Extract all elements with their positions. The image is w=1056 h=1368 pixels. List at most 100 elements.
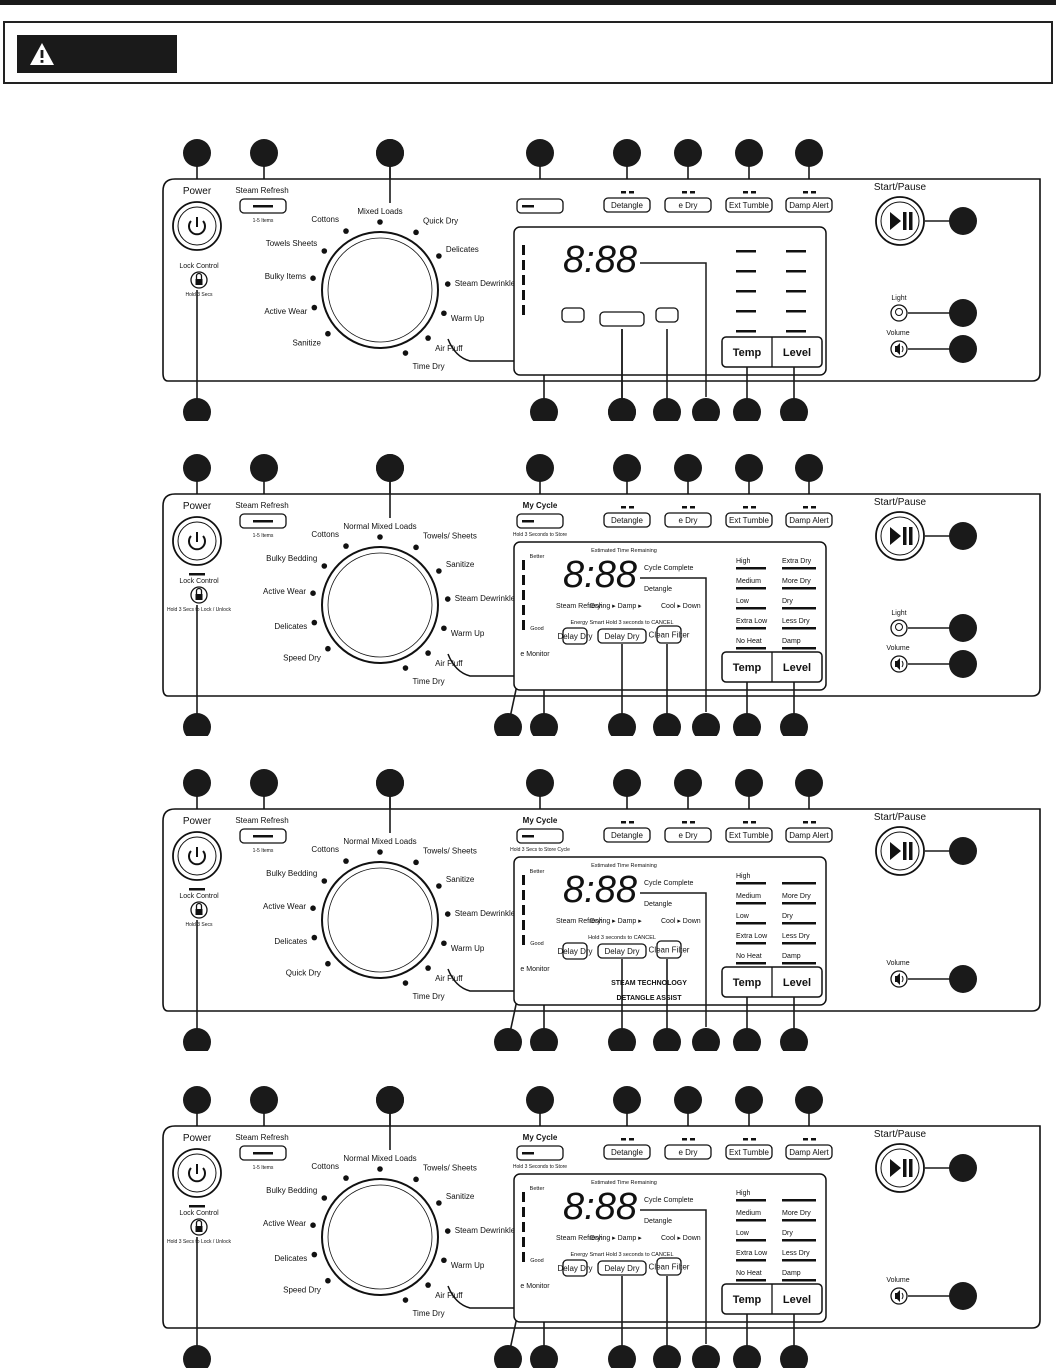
cycle-label-6[interactable]: Time Dry [412, 362, 444, 371]
option-button-0[interactable]: Detangle [603, 512, 651, 528]
my-cycle-button-frame[interactable] [516, 828, 564, 844]
cycle-label-11[interactable]: Cottons [311, 1162, 339, 1171]
cycle-label-2[interactable]: Sanitize [446, 560, 475, 569]
power-button[interactable] [172, 516, 222, 566]
clean-filter-indicator-frame[interactable] [656, 940, 682, 959]
cycle-label-0[interactable]: Normal Mixed Loads [343, 1154, 416, 1163]
clean-filter-indicator[interactable]: Clean Filter [649, 1257, 690, 1276]
delay-dry-button-frame[interactable] [597, 628, 647, 644]
option-button-2-frame[interactable] [725, 1144, 773, 1160]
cycle-label-6[interactable]: Time Dry [412, 992, 444, 1001]
light-button[interactable] [890, 619, 908, 637]
my-cycle-button-frame[interactable] [516, 198, 564, 214]
cycle-label-5[interactable]: Air Fluff [435, 974, 463, 983]
cycle-label-4[interactable]: Warm Up [451, 314, 485, 323]
option-button-3-frame[interactable] [785, 1144, 833, 1160]
my-cycle-button-frame[interactable] [516, 1145, 564, 1161]
cycle-label-1[interactable]: Quick Dry [423, 216, 458, 225]
start-pause-button[interactable] [875, 511, 925, 561]
option-button-0-frame[interactable] [603, 512, 651, 528]
my-cycle-button[interactable] [516, 513, 564, 529]
cycle-label-4[interactable]: Warm Up [451, 1261, 485, 1270]
lock-control-button[interactable] [190, 586, 208, 604]
level-button[interactable]: Level [783, 347, 811, 359]
cycle-label-11[interactable]: Cottons [311, 215, 339, 224]
volume-button[interactable] [890, 655, 908, 673]
option-button-3-frame[interactable] [785, 827, 833, 843]
option-button-3[interactable]: Damp Alert [785, 512, 833, 528]
light-button-ring[interactable] [890, 304, 908, 322]
my-cycle-button-frame[interactable] [516, 513, 564, 529]
volume-button[interactable] [890, 340, 908, 358]
clean-filter-indicator[interactable]: Clean Filter [649, 625, 690, 644]
option-button-0-frame[interactable] [603, 197, 651, 213]
cycle-label-9[interactable]: Active Wear [263, 902, 306, 911]
delay-dry-indicator[interactable]: Delay Dry [557, 627, 593, 645]
my-cycle-button[interactable] [516, 1145, 564, 1161]
delay-dry-indicator[interactable]: Delay Dry [557, 1259, 593, 1277]
cycle-label-9[interactable]: Active Wear [263, 587, 306, 596]
cycle-label-4[interactable]: Warm Up [451, 944, 485, 953]
power-button[interactable] [172, 201, 222, 251]
cycle-label-9[interactable]: Active Wear [263, 1219, 306, 1228]
cycle-dial-inner[interactable] [327, 237, 433, 343]
power-button[interactable] [172, 1148, 222, 1198]
volume-button[interactable] [890, 970, 908, 988]
cycle-label-11[interactable]: Cottons [311, 845, 339, 854]
status-light-3[interactable] [655, 307, 679, 323]
cycle-label-1[interactable]: Towels/ Sheets [423, 846, 477, 855]
cycle-label-10[interactable]: Towels Sheets [266, 239, 318, 248]
delay-dry-button[interactable]: Delay Dry [597, 1260, 647, 1276]
option-button-2-frame[interactable] [725, 512, 773, 528]
option-button-1-frame[interactable] [664, 512, 712, 528]
option-button-2-frame[interactable] [725, 827, 773, 843]
light-button-ring[interactable] [890, 619, 908, 637]
cycle-label-2[interactable]: Delicates [446, 245, 479, 254]
cycle-label-3[interactable]: Steam Dewrinkle Full Loads [455, 594, 555, 603]
cycle-label-7[interactable]: Speed Dry [283, 654, 321, 663]
option-button-3-frame[interactable] [785, 512, 833, 528]
start-pause-button[interactable] [875, 1143, 925, 1193]
option-button-3[interactable]: Damp Alert [785, 827, 833, 843]
delay-dry-indicator-frame[interactable] [562, 942, 588, 960]
option-button-0[interactable]: Detangle [603, 1144, 651, 1160]
temp-button[interactable]: Temp [733, 977, 762, 989]
option-button-2-frame[interactable] [725, 197, 773, 213]
option-button-0[interactable]: Detangle [603, 197, 651, 213]
cycle-label-11[interactable]: Cottons [311, 530, 339, 539]
lock-control-button[interactable] [190, 1218, 208, 1236]
cycle-label-8[interactable]: Active Wear [264, 307, 307, 316]
level-button[interactable]: Level [783, 1294, 811, 1306]
option-button-1-frame[interactable] [664, 827, 712, 843]
cycle-label-3[interactable]: Steam Dewrinkle Full Loads [455, 279, 555, 288]
my-cycle-button[interactable] [516, 828, 564, 844]
cycle-label-2[interactable]: Sanitize [446, 875, 475, 884]
temp-button[interactable]: Temp [733, 662, 762, 674]
my-cycle-button[interactable] [516, 198, 564, 214]
status-light-2[interactable] [599, 311, 645, 327]
start-pause-button[interactable] [875, 196, 925, 246]
cycle-label-3[interactable]: Steam Dewrinkle Full Loads [455, 909, 555, 918]
cycle-label-7[interactable]: Sanitize [292, 339, 321, 348]
option-button-2[interactable]: Ext Tumble [725, 197, 773, 213]
cycle-label-10[interactable]: Bulky Bedding [266, 1186, 317, 1195]
option-button-1-frame[interactable] [664, 197, 712, 213]
cycle-label-6[interactable]: Time Dry [412, 677, 444, 686]
delay-dry-indicator[interactable]: Delay Dry [557, 942, 593, 960]
cycle-label-9[interactable]: Bulky Items [265, 272, 306, 281]
option-button-1[interactable]: e Dry [664, 1144, 712, 1160]
volume-button[interactable] [890, 1287, 908, 1305]
level-button[interactable]: Level [783, 662, 811, 674]
option-button-3-frame[interactable] [785, 197, 833, 213]
cycle-dial-inner[interactable] [327, 867, 433, 973]
option-button-1-frame[interactable] [664, 1144, 712, 1160]
status-light-3-frame[interactable] [655, 307, 679, 323]
level-button[interactable]: Level [783, 977, 811, 989]
lock-control-button[interactable] [190, 901, 208, 919]
option-button-1[interactable]: e Dry [664, 197, 712, 213]
delay-dry-indicator-frame[interactable] [562, 1259, 588, 1277]
cycle-label-8[interactable]: Delicates [274, 1254, 307, 1263]
cycle-label-0[interactable]: Normal Mixed Loads [343, 837, 416, 846]
cycle-label-4[interactable]: Warm Up [451, 629, 485, 638]
cycle-label-5[interactable]: Air Fluff [435, 344, 463, 353]
